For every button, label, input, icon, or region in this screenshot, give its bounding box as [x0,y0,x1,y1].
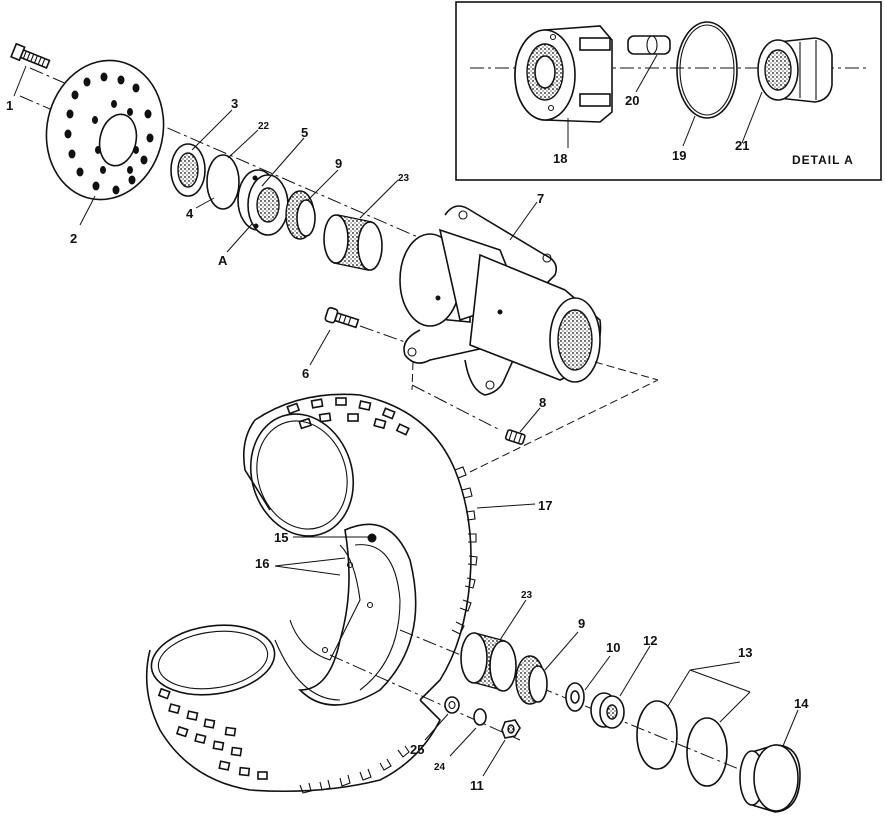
callout-17: 17 [538,498,552,513]
screw-axis [359,325,406,343]
callout-19: 19 [672,148,686,163]
detail-a-frame [455,1,882,181]
callout-20: 20 [625,93,639,108]
part-19-o-ring [676,21,738,119]
part-6-screw [324,306,360,329]
callout-13: 13 [738,645,752,660]
part-13-o-ring-a [636,700,678,770]
part-1-bolt [10,42,51,69]
hub-to-wheel-leader [411,361,659,473]
part-23-bearing-cup-lower [460,632,517,692]
callout-23-upper: 23 [398,173,410,184]
lower-axis-a [329,654,521,741]
callout-7: 7 [537,191,544,206]
part-25-washer [444,696,460,714]
callout-2: 2 [70,231,77,246]
callout-14: 14 [794,696,809,711]
leader-lines [13,65,799,777]
part-9-bearing-lower [515,655,548,705]
part-11-nut [501,719,521,739]
callout-22: 22 [258,121,270,132]
part-13-o-ring-b [686,717,728,787]
callout-12: 12 [643,633,657,648]
callout-4: 4 [186,206,194,221]
callout-16: 16 [255,556,269,571]
part-20-pin [627,35,671,55]
callout-21: 21 [735,138,749,153]
part-7-hub-housing [399,205,602,396]
callout-25: 25 [410,742,424,757]
callout-15: 15 [274,530,288,545]
part-22-retaining-ring [206,154,240,210]
callout-8: 8 [539,395,546,410]
detail-a-panel: 18 20 19 21 DETAIL A [455,1,882,181]
callout-3: 3 [231,96,238,111]
fitting-axis [411,384,501,431]
part-5-hub-assembly-A [237,169,289,236]
part-24-lock-washer [473,708,487,726]
callout-9-upper: 9 [335,156,342,171]
part-2-brake-disc [45,59,165,201]
callout-A: A [218,253,228,268]
part-14-end-cap [739,744,801,813]
callout-10: 10 [606,640,620,655]
part-21-hub-cap [757,37,833,103]
part-17-tire [145,393,478,794]
callout-18: 18 [553,151,567,166]
callout-24: 24 [434,762,446,773]
detail-a-title: DETAIL A [792,153,854,167]
callout-5: 5 [301,125,308,140]
part-23-bearing-cup-upper [323,214,383,271]
callout-6: 6 [302,366,309,381]
part-19-o-ring-inner [679,24,735,116]
part-18-drive-flange [514,25,613,123]
callout-11: 11 [470,778,484,793]
part-15-valve-stem [367,533,377,543]
part-12-castle-nut [590,692,625,729]
part-9-bearing-upper [285,190,316,240]
part-3-seal [170,143,206,197]
callout-23-lower: 23 [521,590,533,601]
callout-1: 1 [6,98,13,113]
callout-9-lower: 9 [578,616,585,631]
part-8-grease-fitting [504,429,526,445]
part-10-washer [565,682,585,712]
